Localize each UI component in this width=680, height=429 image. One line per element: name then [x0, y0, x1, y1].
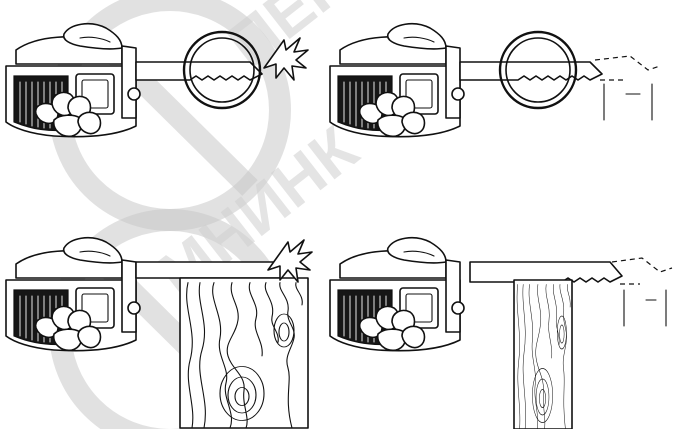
panel-top-right — [330, 24, 660, 137]
panel-bottom-right — [330, 238, 672, 429]
